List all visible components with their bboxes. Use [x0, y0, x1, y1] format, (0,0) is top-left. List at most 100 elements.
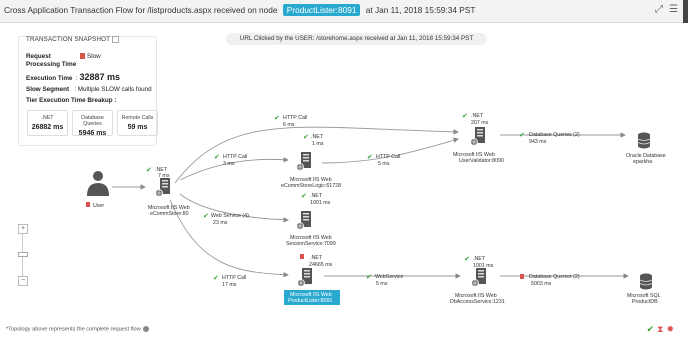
node-uservalidator[interactable]: Microsoft IIS Web UserValidator:8090 [453, 126, 504, 164]
zoom-slider-thumb[interactable] [18, 252, 28, 257]
lister-net-time: 24665 ms [309, 262, 333, 268]
breakup-remote: Remote Calls 59 ms [117, 110, 158, 136]
database-icon [637, 132, 651, 149]
collapse-icon[interactable] [112, 36, 120, 43]
zoom-out-button[interactable]: − [18, 276, 28, 286]
error-status-icon: ✹ [666, 324, 674, 334]
db-mssql-name: Database Queries (2) [529, 274, 580, 280]
execution-time-row: Execution Time : 32887 ms [26, 72, 120, 82]
normal-status-icon: ✔ [646, 324, 655, 334]
node-productlister[interactable]: Microsoft IIS Web ProductLister:8091 [284, 267, 340, 305]
http-logic-name: HTTP Call [223, 154, 247, 160]
check-icon: ✔ [462, 113, 468, 120]
title-bar: Cross Application Transaction Flow for /… [0, 0, 688, 23]
check-icon: ✔ [146, 167, 152, 174]
node-mssql[interactable]: Microsoft SQL ProductDB [627, 273, 661, 306]
db-mssql-time: 5003 ms [531, 281, 552, 287]
url-banner: URL Clicked by the USER: /storehome.aspx… [226, 33, 487, 45]
logic-label-1: Microsoft IIS Web [290, 177, 332, 183]
transaction-snapshot-panel [18, 36, 157, 146]
server-icon [470, 126, 486, 146]
mssql-label-1: Microsoft SQL [627, 293, 661, 299]
node-oracle-database[interactable]: Oracle Database eparkha [626, 132, 666, 166]
http-top-time: 6 ms [283, 122, 295, 128]
check-icon: ✔ [464, 256, 470, 263]
user-node[interactable]: User [86, 171, 109, 209]
node-sessionservice[interactable]: Microsoft IIS Web SessionService:7099 [286, 210, 336, 247]
scroll-edge[interactable] [683, 0, 688, 23]
logic-label-2: eCommStoreLogic:61728 [281, 183, 341, 189]
zoom-control: + − [18, 224, 28, 286]
edge-ecommstore-lister[interactable] [169, 199, 289, 278]
db-oracle-name: Database Queries (2) [529, 132, 580, 138]
ws-session-name: Web Service (4) [211, 213, 249, 219]
title-suffix: at Jan 11, 2018 15:59:34 PST [365, 5, 476, 15]
edge-ecommstore-session[interactable] [179, 193, 289, 223]
request-processing-label: Request [26, 53, 51, 60]
server-icon [297, 267, 313, 287]
dbaccess-label-2: DbAccessService:1231 [450, 299, 505, 305]
snapshot-heading[interactable]: TRANSACTION SNAPSHOT [26, 36, 120, 43]
edge-ecommstore-logic[interactable] [179, 156, 289, 181]
slow-icon [300, 254, 304, 259]
check-icon: ✔ [519, 132, 525, 139]
slow-icon [520, 274, 524, 279]
node-ecommstore[interactable]: Microsoft IIS Web eCommStore:80 [148, 177, 190, 217]
database-icon [639, 273, 653, 290]
footer-note: *Topology above represents the complete … [6, 326, 149, 332]
node-badge[interactable]: ProductLister:8091 [282, 4, 361, 16]
request-processing-label-2: Processing Time [26, 61, 77, 68]
ws-session-time: 23 ms [213, 220, 228, 226]
validator-label-2: UserValidator:8090 [459, 158, 504, 164]
mssql-label-2: ProductDB [632, 299, 658, 305]
server-icon [296, 151, 312, 171]
breakup-net: .NET 26882 ms [27, 110, 68, 136]
expand-icon[interactable]: ⤢ [655, 4, 664, 15]
check-icon: ✔ [367, 154, 373, 161]
val-net-name: .NET [471, 113, 484, 119]
breakup-db: Database Queries 5946 ms [72, 110, 113, 137]
ecommstore-label-1: Microsoft IIS Web [148, 205, 190, 211]
title-prefix: Cross Application Transaction Flow for /… [4, 5, 278, 15]
node-ecommstorelogic[interactable]: Microsoft IIS Web eCommStoreLogic:61728 [281, 151, 341, 189]
lister-label-1: Microsoft IIS Web [290, 292, 332, 298]
lister-net-name: .NET [310, 255, 323, 261]
http-lister-name: HTTP Call [222, 275, 246, 281]
tier-breakup-heading: Tier Execution Time Breakup : [26, 97, 117, 104]
server-icon [155, 177, 171, 197]
slow-icon [86, 202, 90, 207]
check-icon: ✔ [303, 134, 309, 141]
logic-net-name: .NET [311, 134, 324, 140]
http-val-time: 5 ms [378, 161, 390, 167]
check-icon: ✔ [213, 275, 219, 282]
check-icon: ✔ [214, 154, 220, 161]
user-label: User [93, 203, 104, 209]
http-val-name: HTTP Call [376, 154, 400, 160]
oracle-label-2: eparkha [633, 159, 652, 165]
store-net-time: 7 ms [158, 173, 170, 179]
check-icon: ✔ [203, 213, 209, 220]
check-icon: ✔ [301, 193, 307, 200]
dbaccess-net-time: 1001 ms [473, 263, 494, 269]
http-logic-time: 3 ms [223, 161, 235, 167]
edge-ecommstore-validator[interactable] [174, 126, 459, 184]
session-net-name: .NET [310, 193, 323, 199]
server-icon [296, 210, 312, 230]
menu-icon[interactable]: ☰ [669, 4, 678, 15]
http-lister-time: 17 ms [222, 282, 237, 288]
edge-logic-validator[interactable] [321, 137, 459, 164]
slow-status-icon: ⧗ [657, 324, 664, 334]
store-net-name: .NET [155, 167, 168, 173]
dbaccess-label-1: Microsoft IIS Web [455, 293, 497, 299]
node-dbaccessservice[interactable]: Microsoft IIS Web DbAccessService:1231 [450, 267, 505, 305]
http-top-name: HTTP Call [283, 115, 307, 121]
page-title: Cross Application Transaction Flow for /… [4, 4, 476, 16]
check-icon: ✔ [366, 274, 372, 281]
check-icon: ✔ [274, 115, 280, 122]
info-icon[interactable] [142, 326, 149, 332]
ecommstore-label-2: eCommStore:80 [150, 211, 189, 217]
session-label-2: SessionService:7099 [286, 241, 336, 247]
zoom-in-button[interactable]: + [18, 224, 28, 234]
lister-label-2: ProductLister:8091 [288, 298, 333, 304]
